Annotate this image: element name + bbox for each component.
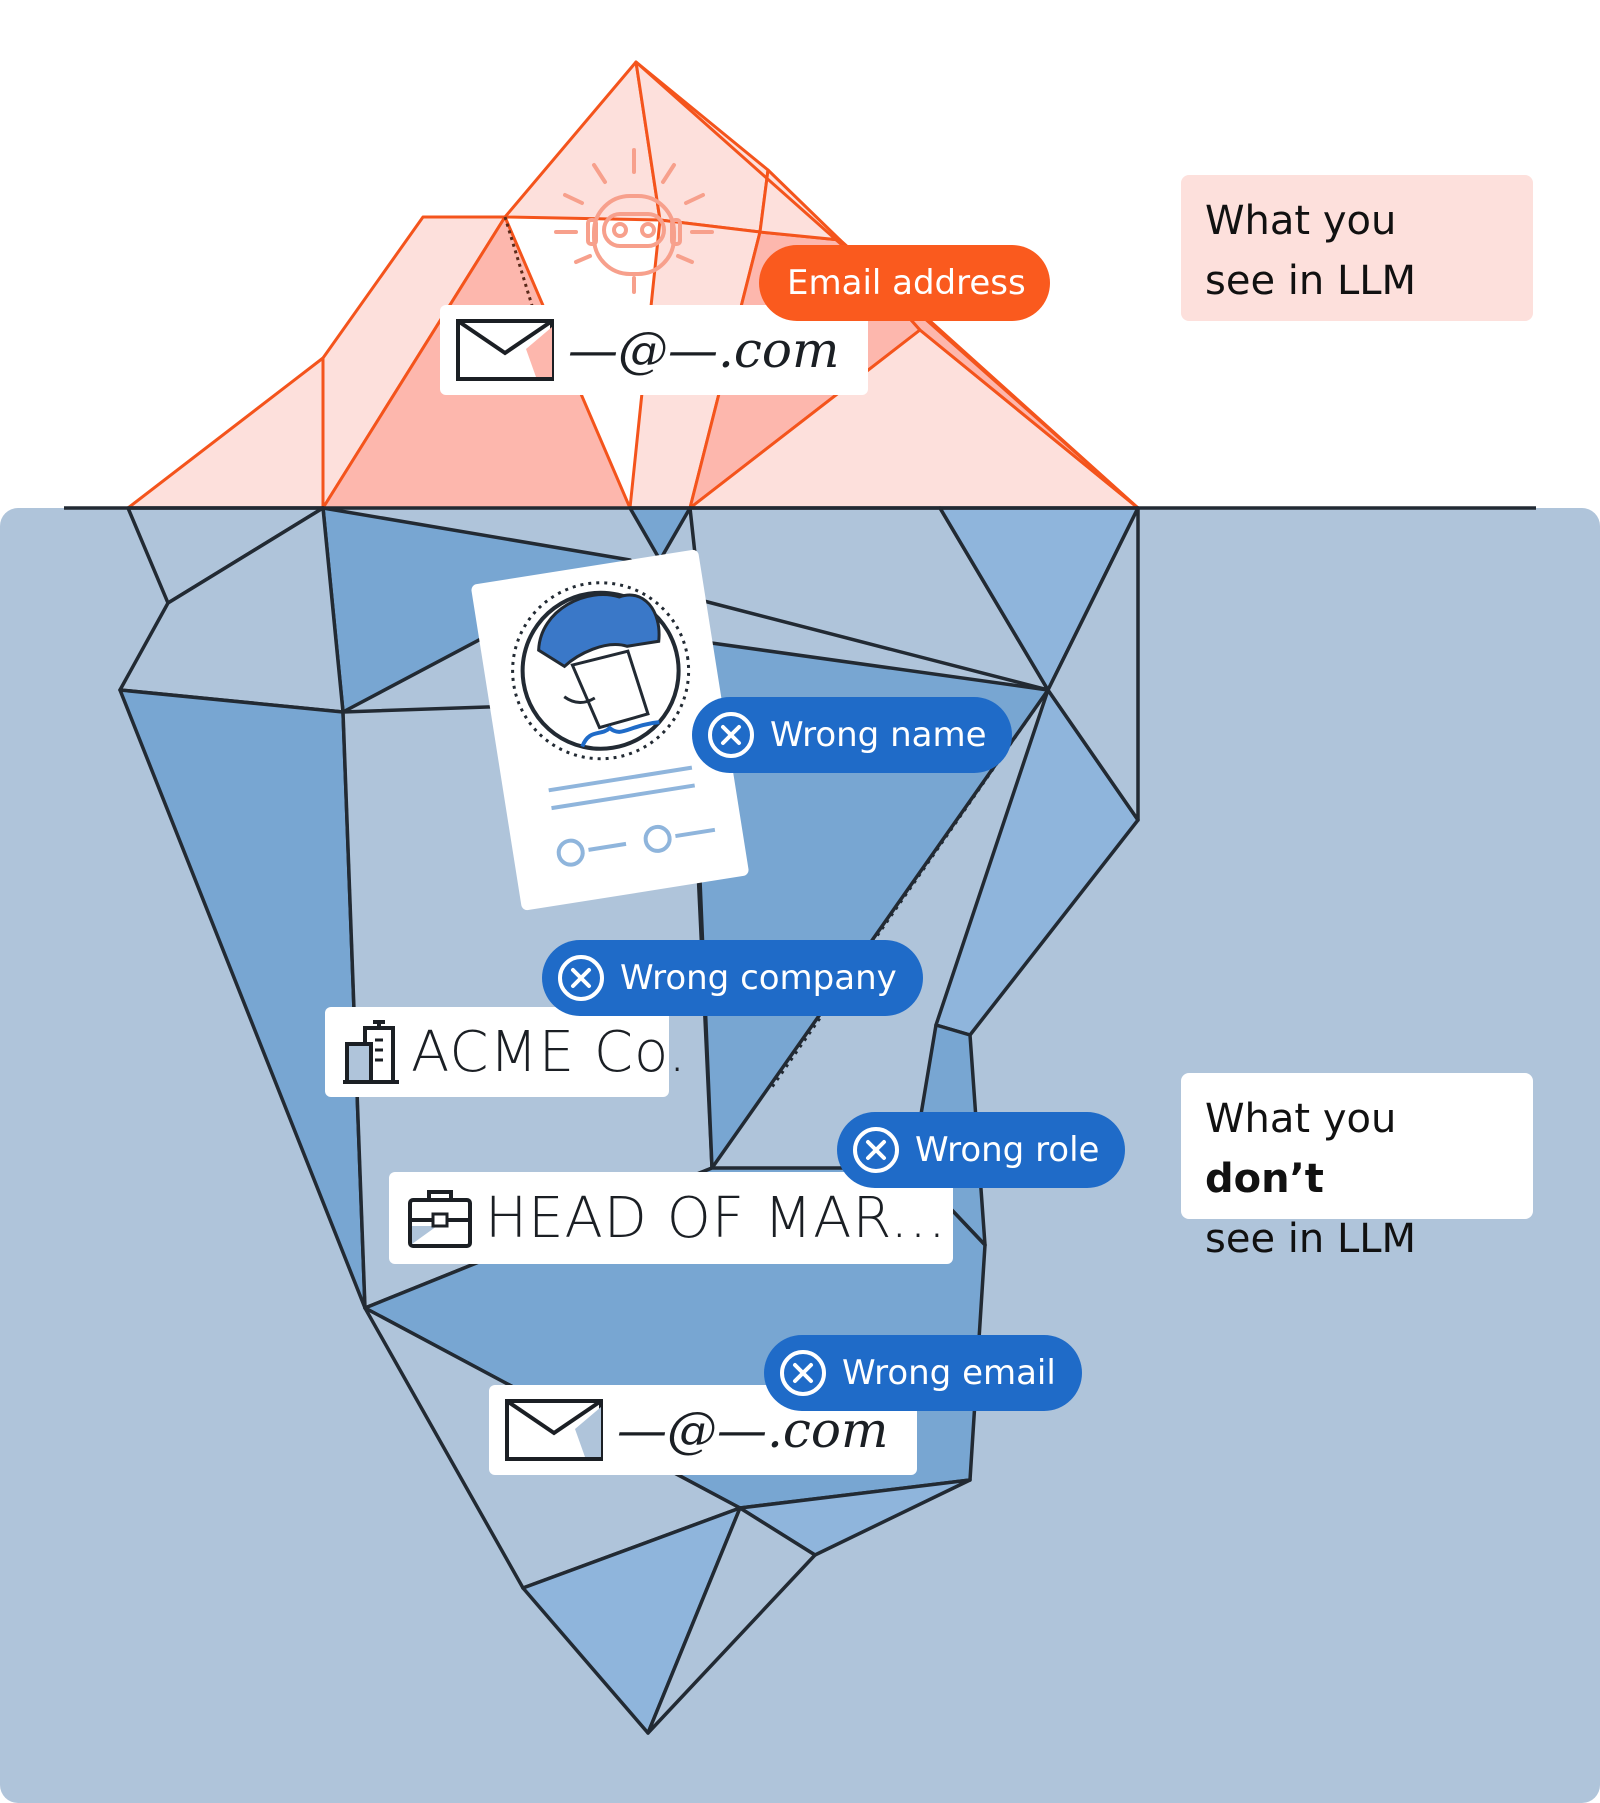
x-circle-icon (558, 955, 604, 1001)
profile-card-icon (471, 549, 749, 911)
company-card: ACME Co. (325, 1007, 686, 1097)
tag-wrong-role-label: Wrong role (915, 1130, 1100, 1170)
tag-wrong-name: Wrong name (692, 697, 1013, 773)
briefcase-icon (408, 1190, 472, 1248)
x-circle-icon (708, 712, 754, 758)
envelope-icon (456, 319, 554, 381)
tag-email-address: Email address (759, 245, 1050, 321)
tag-wrong-company-label: Wrong company (620, 958, 897, 998)
tag-wrong-name-label: Wrong name (770, 715, 987, 755)
email-card-hidden: —@—.com (489, 1385, 917, 1475)
tag-wrong-email: Wrong email (764, 1335, 1082, 1411)
label-see-line2: see in LLM (1205, 258, 1417, 304)
label-see-line1: What you (1205, 198, 1397, 244)
label-dont-see-line2: see in LLM (1205, 1216, 1417, 1262)
role-card: HEAD OF MAR... (389, 1172, 953, 1264)
tag-wrong-email-label: Wrong email (842, 1353, 1056, 1393)
company-value: ACME Co. (411, 1019, 688, 1085)
label-what-you-dont-see: What you don’t see in LLM (1181, 1073, 1533, 1262)
envelope-icon (505, 1399, 603, 1461)
building-icon (343, 1020, 399, 1084)
tag-wrong-role: Wrong role (837, 1112, 1126, 1188)
robot-icon (554, 148, 714, 294)
email-value-visible: —@—.com (568, 321, 840, 379)
label-dont-see-line1: What you don’t (1205, 1096, 1397, 1202)
x-circle-icon (853, 1127, 899, 1173)
label-what-you-see: What you see in LLM (1181, 175, 1533, 321)
tag-email-address-label: Email address (787, 263, 1026, 303)
tag-wrong-company: Wrong company (542, 940, 923, 1016)
role-value: HEAD OF MAR... (485, 1185, 947, 1251)
x-circle-icon (780, 1350, 826, 1396)
